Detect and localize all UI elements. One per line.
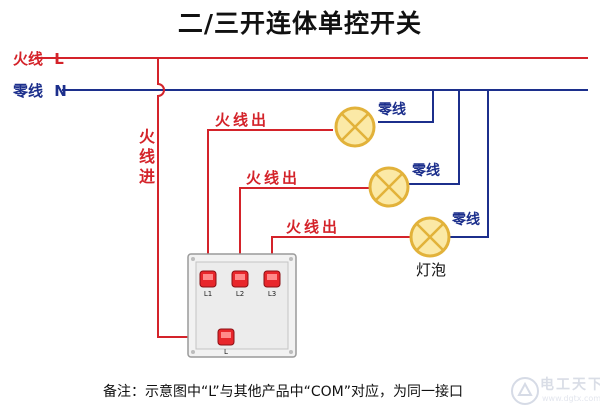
bulb-1 — [334, 106, 376, 148]
live-out-wire-1 — [207, 129, 333, 272]
neutral-label-2: 零线 — [412, 163, 440, 179]
live-in-char-1: 火 — [138, 127, 155, 146]
neutral-line-label: 零线 N — [13, 80, 67, 101]
bulb-3 — [409, 216, 451, 258]
bulb-label: 灯泡 — [416, 261, 447, 279]
footnote: 备注：示意图中“L”与其他产品中“COM”对应，为同一接口 — [103, 384, 464, 400]
neutral-drop-3 — [447, 90, 489, 238]
watermark-text: 电工天下 — [540, 377, 600, 393]
terminal-l2 — [231, 270, 249, 288]
terminal-l1 — [199, 270, 217, 288]
live-line-label: 火线 L — [13, 48, 64, 69]
live-line-name: 火线 — [13, 50, 44, 68]
terminal-label-l2: L2 — [236, 290, 244, 298]
neutral-label-3: 零线 — [452, 212, 480, 228]
terminal-label-l1: L1 — [204, 290, 212, 298]
neutral-drop-2 — [408, 90, 460, 185]
terminal-label-l3: L3 — [268, 290, 276, 298]
live-in-char-3: 进 — [138, 167, 155, 186]
bulb-2 — [368, 166, 410, 208]
watermark-logo-icon — [511, 377, 539, 405]
neutral-line-letter: N — [54, 82, 67, 100]
switch-body — [187, 253, 297, 358]
terminal-l — [217, 328, 235, 346]
watermark-url: www.dgtx.com — [542, 394, 600, 403]
neutral-drop-1 — [378, 90, 434, 123]
live-line-letter: L — [54, 50, 64, 68]
live-out-label-3: 火线出 — [286, 218, 341, 236]
neutral-label-1: 零线 — [378, 102, 406, 118]
terminal-l3 — [263, 270, 281, 288]
live-out-label-2: 火线出 — [246, 169, 301, 187]
live-in-char-2: 线 — [138, 147, 155, 166]
live-in-wire — [157, 58, 218, 338]
neutral-line-name: 零线 — [13, 82, 44, 100]
page-title: 二/三开连体单控开关 — [177, 9, 423, 38]
terminal-label-l: L — [224, 348, 228, 356]
watermark: 电工天下 www.dgtx.com — [508, 372, 600, 411]
live-out-wire-2 — [239, 187, 370, 272]
live-out-label-1: 火线出 — [215, 111, 270, 129]
live-in-label: 火 线 进 — [138, 127, 156, 187]
